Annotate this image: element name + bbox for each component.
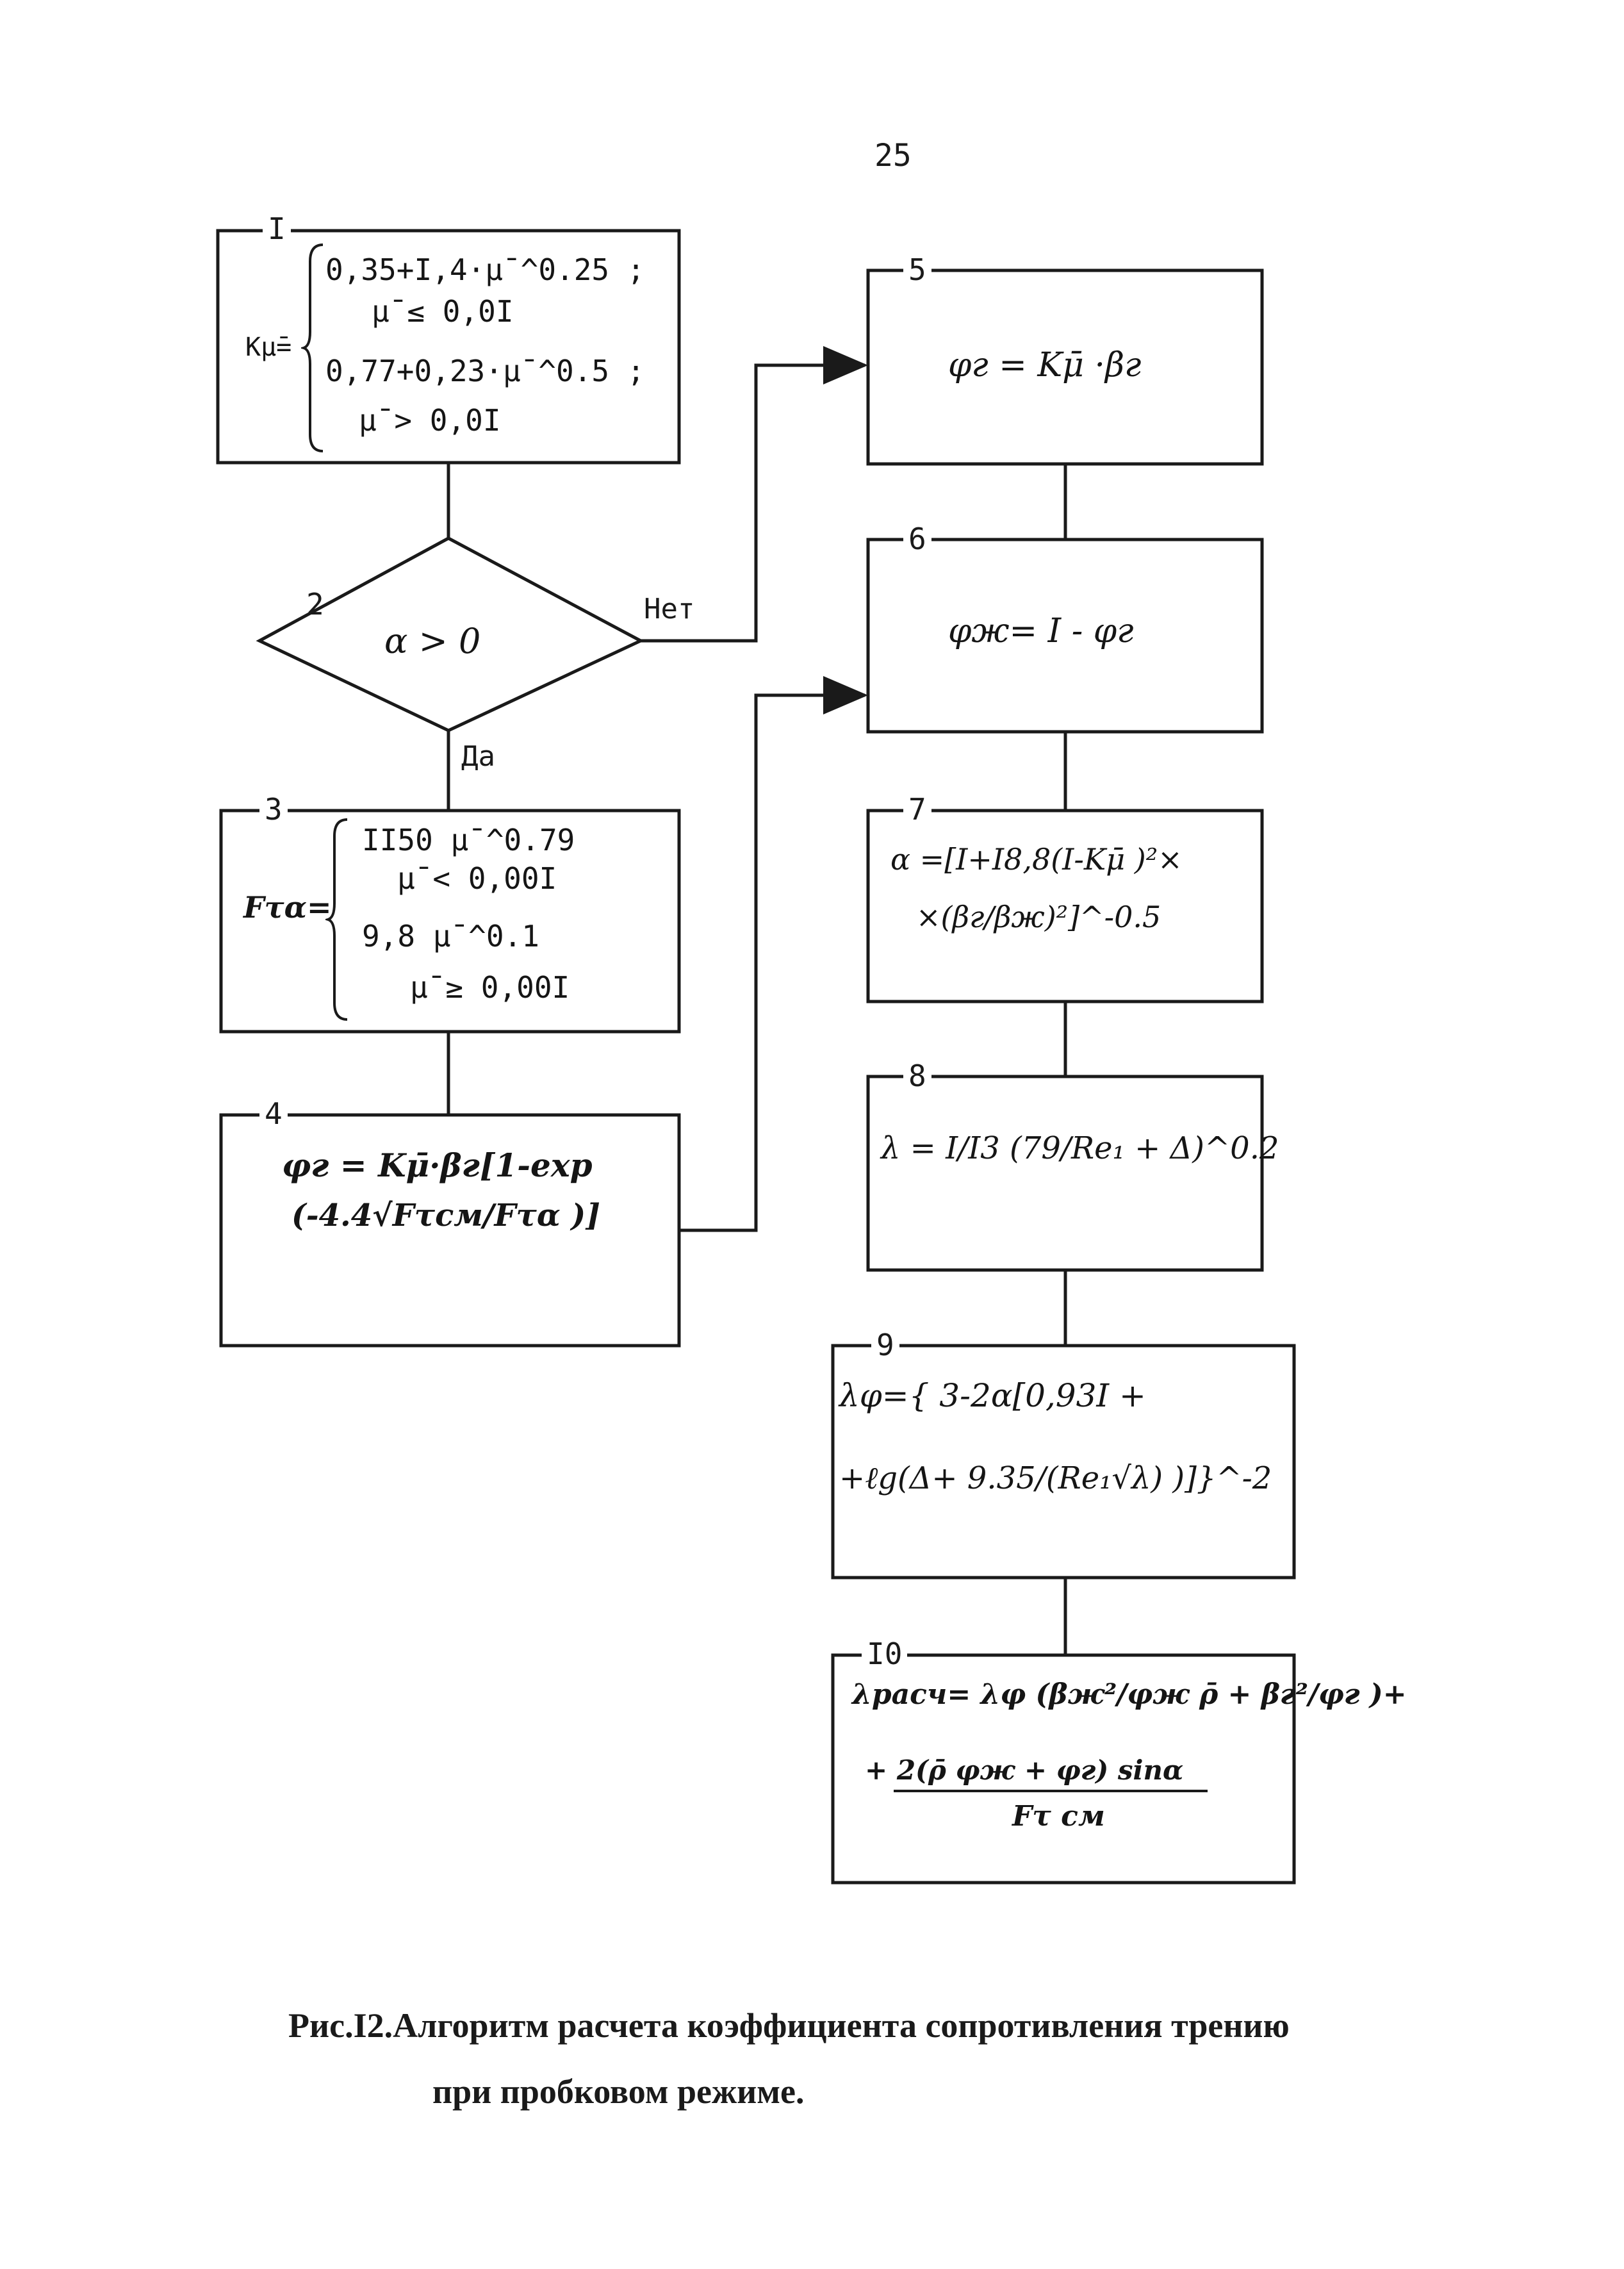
block-10-line-3: Fτ cм (1012, 1800, 1105, 1833)
block-3-line-4: μ̄ ≥ 0,00I (410, 970, 570, 1005)
caption-line-2: при пробковом режиме. (432, 2072, 805, 2111)
block-2-condition: α > 0 (384, 621, 481, 661)
block-3-lhs: Fτα= (243, 890, 332, 925)
block-1-line-2: μ̄ ≤ 0,0I (372, 294, 514, 329)
block-1-line-1: 0,35+I,4·μ̄ ^0.25 ; (325, 252, 645, 287)
block-10-fraction-bar (894, 1790, 1208, 1792)
block-5-number: 5 (903, 255, 931, 285)
block-3-brace (325, 818, 348, 1021)
block-4-number: 4 (259, 1099, 288, 1128)
caption-line-1: Рис.I2.Алгоритм расчета коэффициента соп… (288, 2006, 1290, 2045)
block-7-line-1: α =[I+I8,8(I-Kμ̄ )²× (890, 842, 1183, 877)
block-8-formula: λ = I/I3 (79/Re₁ + Δ)^0.2 (881, 1130, 1279, 1166)
block-9-line-1: λφ={ 3-2α[0,93I + (839, 1377, 1146, 1414)
block-8-frame (866, 1075, 1264, 1272)
block-10-frame (831, 1653, 1296, 1885)
block-2-number: 2 (306, 587, 324, 622)
block-3-line-1: II50 μ̄ ^0.79 (362, 823, 575, 857)
block-9-line-2: +ℓg(Δ+ 9.35/(Re₁√λ) )]}^-2 (839, 1460, 1272, 1496)
branch-label-no: Нет (644, 593, 695, 625)
block-8-number: 8 (903, 1061, 931, 1091)
block-9-frame (831, 1344, 1296, 1580)
block-1-line-3: 0,77+0,23·μ̄ ^0.5 ; (325, 354, 645, 388)
block-7-line-2: ×(βг/βж)²]^-0.5 (916, 900, 1161, 934)
figure-caption: Рис.I2.Алгоритм расчета коэффициента соп… (288, 1993, 1290, 2124)
block-4-line-2: (-4.4√Fτcм/Fτα )] (291, 1198, 600, 1234)
block-7-number: 7 (903, 795, 931, 824)
block-9-number: 9 (871, 1330, 899, 1360)
branch-label-yes: Да (461, 740, 495, 773)
page-number: 25 (874, 138, 912, 174)
block-6-number: 6 (903, 524, 931, 554)
block-4-line-1: φг = Kμ̄·βг[1-exp (282, 1146, 593, 1184)
block-1-lhs: Kμ̄= (245, 333, 292, 362)
block-6-formula: φж= I - φг (948, 612, 1134, 650)
block-1-line-4: μ̄ > 0,0I (359, 403, 501, 438)
block-10-line-1: λрасч= λφ (βж²/φж ρ̄ + βг²/φг )+ (852, 1678, 1407, 1711)
block-5-formula: φг = Kμ̄ ·βг (948, 346, 1142, 384)
block-3-line-2: μ̄ < 0,00I (397, 861, 557, 896)
block-3-number: 3 (259, 795, 288, 824)
block-1-brace (301, 243, 324, 452)
block-3-line-3: 9,8 μ̄ ^0.1 (362, 919, 539, 953)
block-10-number: I0 (862, 1639, 908, 1669)
block-10-line-2: + 2(ρ̄ φж + φг) sinα (865, 1754, 1184, 1786)
block-1-number: I (263, 214, 291, 243)
